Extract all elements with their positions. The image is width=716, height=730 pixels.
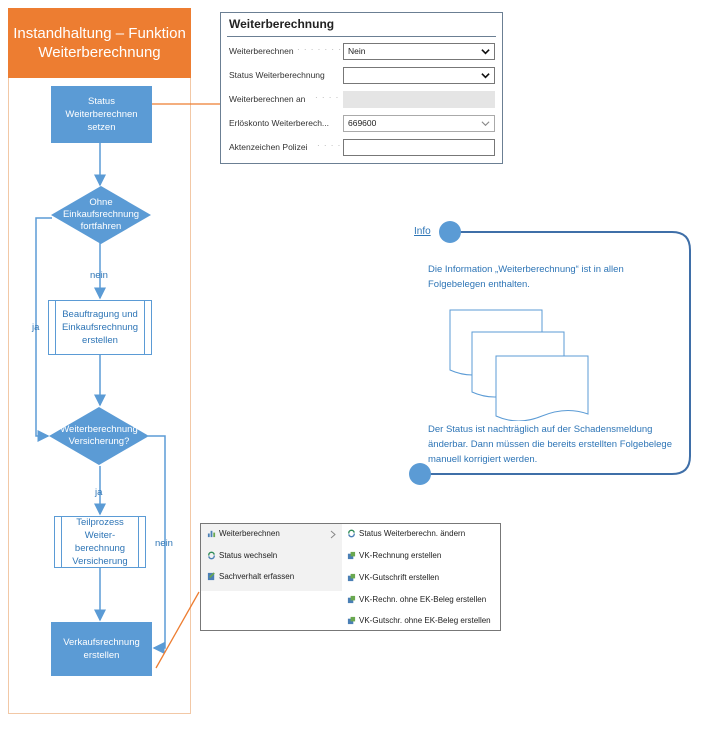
label-weiterberechnen-an: Weiterberechnen an — [229, 94, 306, 104]
erloeskonto-select[interactable]: 669600 — [343, 115, 495, 132]
weiterberechnen-value: Nein — [348, 46, 366, 56]
label-ja-2: ja — [95, 487, 103, 498]
menu-item-weiterberechnen[interactable]: Weiterberechnen — [207, 529, 342, 539]
weiterberechnung-panel: Weiterberechnung Weiterberechnen · · · ·… — [220, 12, 503, 164]
dots: · · · · · — [315, 93, 347, 102]
lane-title: Instandhaltung – Funktion Weiterberechnu… — [8, 8, 191, 78]
menu-item-label: Status Weiterberechn. ändern — [359, 529, 466, 538]
label-aktenzeichen-polizei: Aktenzeichen Polizei — [229, 142, 308, 152]
info-frame — [409, 221, 691, 485]
menu-left-panel — [201, 524, 342, 591]
status-weiterberechnung-select[interactable] — [343, 67, 495, 84]
context-menu: Weiterberechnen Status wechseln Sachverh… — [200, 523, 501, 631]
menu-item-label: Status wechseln — [219, 551, 278, 560]
documents-icon — [449, 309, 589, 421]
decision-ohne-einkaufsrechnung-label: Ohne Einkaufsrechnung fortfahren — [62, 197, 140, 232]
weiterberechnen-an-field — [343, 91, 495, 108]
refresh-icon — [348, 529, 355, 538]
label-status-weiterberechnung: Status Weiterberechnung — [229, 70, 325, 80]
step-teilprozess: Teilprozess Weiter-berechnung Versicheru… — [54, 516, 146, 568]
info-text-1: Die Information „Weiterberechnung“ ist i… — [428, 264, 624, 290]
decision-weiterberechnung-versicherung — [49, 407, 149, 465]
menu-item-label: VK-Gutschrift erstellen — [359, 573, 440, 582]
step-beauftragung: Beauftragung und Einkaufsrechnung erstel… — [48, 300, 152, 355]
menu-item-vk-gutschrift[interactable]: VK-Gutschrift erstellen — [347, 573, 439, 582]
chevron-right-icon — [330, 530, 336, 539]
invoice-icon — [347, 595, 356, 604]
menu-item-label: Weiterberechnen — [219, 529, 280, 538]
dots: · · · · · — [317, 141, 349, 150]
step-verkaufsrechnung: Verkaufsrechnung erstellen — [51, 622, 152, 676]
step-teilprozess-label: Teilprozess Weiter-berechnung Versicheru… — [72, 517, 128, 567]
label-weiterberechnen: Weiterberechnen — [229, 46, 294, 56]
invoice-icon — [347, 616, 356, 625]
refresh-icon — [208, 551, 215, 560]
row-weiterberechnen-an: Weiterberechnen an · · · · · — [229, 91, 497, 109]
menu-item-label: VK-Gutschr. ohne EK-Beleg erstellen — [359, 616, 491, 625]
info-bottom-dot — [409, 463, 431, 485]
menu-item-label: Sachverhalt erfassen — [219, 572, 295, 581]
menu-item-vk-gutschr-ohne-ek[interactable]: VK-Gutschr. ohne EK-Beleg erstellen — [347, 616, 491, 625]
aktenzeichen-polizei-input[interactable] — [343, 139, 495, 156]
invoice-icon — [347, 573, 356, 582]
label-nein-1: nein — [90, 270, 108, 281]
swimlane — [8, 78, 191, 714]
menu-item-status-wechseln[interactable]: Status wechseln — [207, 551, 277, 560]
decision-weiterberechnung-versicherung-label: Weiterberechnung Versicherung? — [60, 424, 138, 447]
chevron-down-icon — [481, 121, 490, 127]
info-top-dot — [439, 221, 461, 243]
dots: · · · · · · · — [297, 45, 342, 54]
menu-item-status-weiterberechn-aendern[interactable]: Status Weiterberechn. ändern — [347, 529, 465, 538]
label-nein-2: nein — [155, 538, 173, 549]
panel-title: Weiterberechnung — [229, 17, 335, 31]
menu-item-label: VK-Rechnung erstellen — [359, 551, 442, 560]
label-ja-1: ja — [32, 322, 40, 333]
erloeskonto-value: 669600 — [348, 118, 377, 128]
row-weiterberechnen: Weiterberechnen · · · · · · · Nein — [229, 43, 497, 61]
row-status: Status Weiterberechnung — [229, 67, 497, 85]
step-status-setzen: Status Weiterberechnen setzen — [51, 86, 152, 143]
step-beauftragung-label: Beauftragung und Einkaufsrechnung erstel… — [61, 309, 139, 346]
chevron-down-icon — [481, 73, 490, 79]
decision-ohne-einkaufsrechnung — [51, 186, 151, 244]
invoice-icon — [347, 551, 356, 560]
edit-record-icon — [207, 572, 215, 581]
weiterberechnen-select[interactable]: Nein — [343, 43, 495, 60]
menu-item-label: VK-Rechn. ohne EK-Beleg erstellen — [359, 595, 487, 604]
menu-item-sachverhalt-erfassen[interactable]: Sachverhalt erfassen — [207, 572, 294, 581]
info-text-2: Der Status ist nachträglich auf der Scha… — [428, 424, 672, 465]
row-aktenzeichen: Aktenzeichen Polizei · · · · · — [229, 139, 497, 157]
bar-chart-icon — [207, 530, 216, 538]
panel-divider — [227, 36, 496, 37]
label-erloeskonto: Erlöskonto Weiterberech... — [229, 118, 329, 128]
info-link[interactable]: Info — [414, 226, 431, 237]
chevron-down-icon — [481, 49, 490, 55]
row-erloeskonto: Erlöskonto Weiterberech... 669600 — [229, 115, 497, 133]
menu-item-vk-rechnung[interactable]: VK-Rechnung erstellen — [347, 551, 441, 560]
menu-item-vk-rechn-ohne-ek[interactable]: VK-Rechn. ohne EK-Beleg erstellen — [347, 595, 486, 604]
